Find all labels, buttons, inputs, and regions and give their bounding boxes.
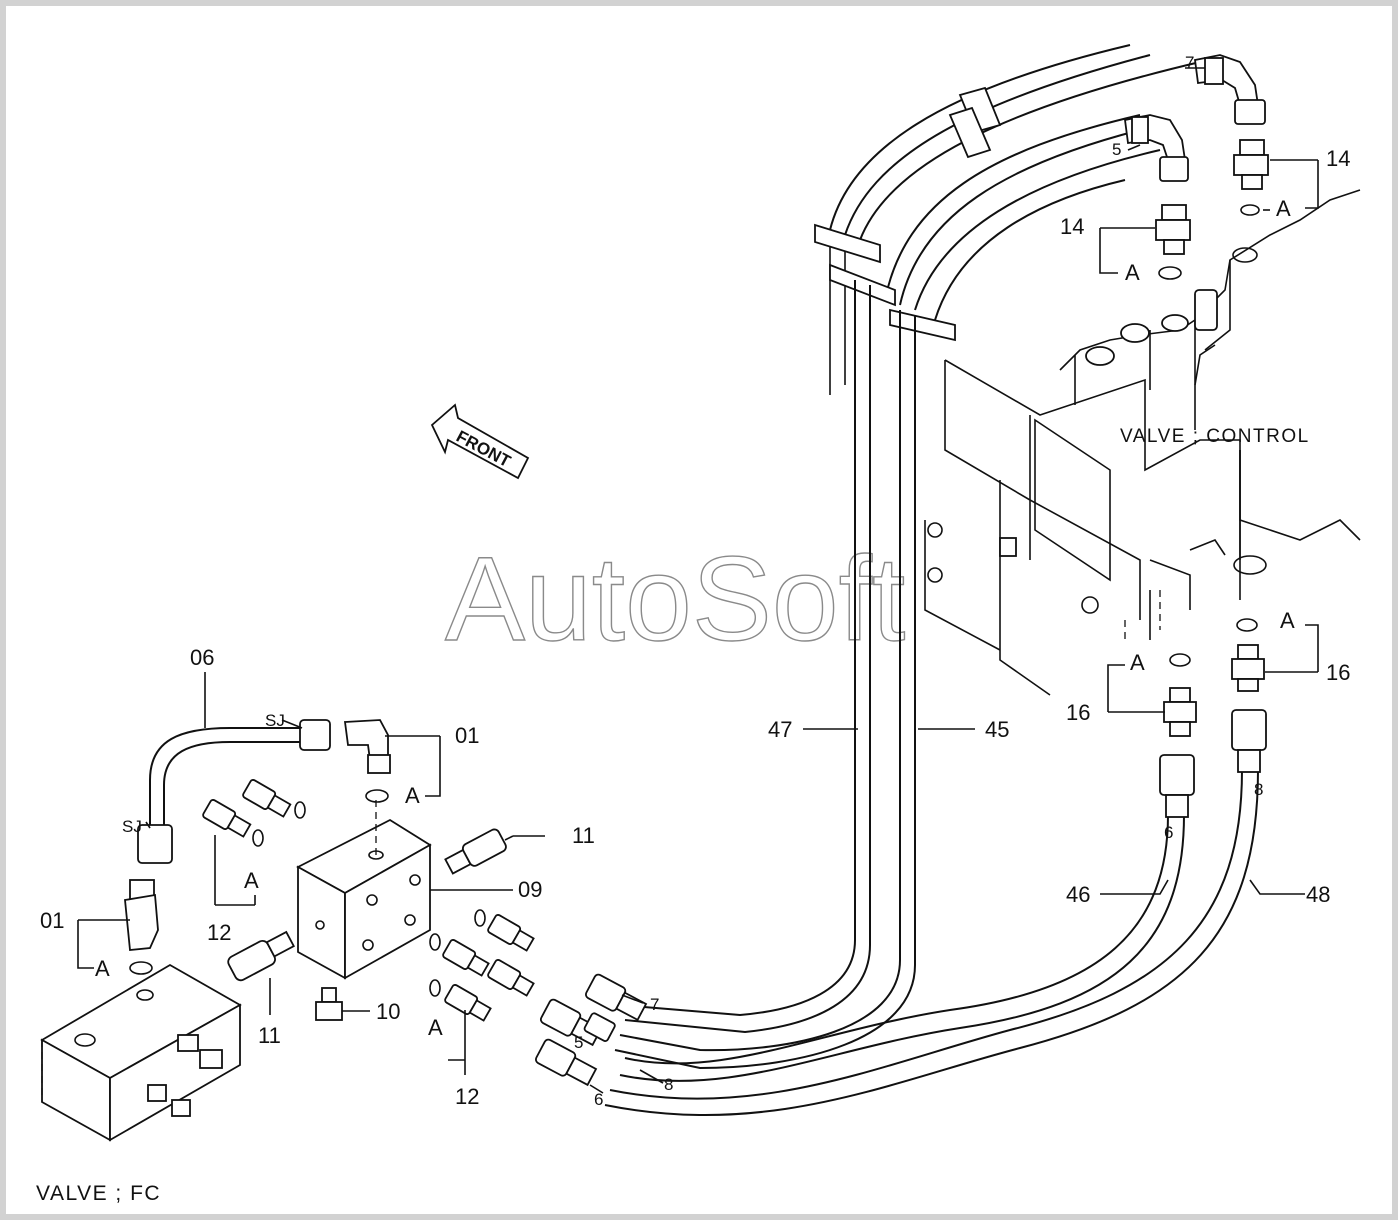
callout-47: 47 <box>768 717 792 742</box>
hose-clamps <box>814 86 1002 342</box>
callout-sj-top: SJ <box>265 711 285 730</box>
block-09 <box>296 800 432 980</box>
hydraulic-parts-diagram: AutoSoft <box>36 44 1361 1205</box>
callout-12-left: 12 <box>207 920 231 945</box>
hoses-46-48 <box>604 769 1259 1116</box>
callout-a6: A <box>244 868 259 893</box>
adapter-16-left <box>1163 653 1197 737</box>
callout-a1: A <box>1276 196 1291 221</box>
callout-09: 09 <box>518 877 542 902</box>
adapters-12-lower <box>429 909 535 1022</box>
leader-lines <box>77 67 1319 1094</box>
callout-48: 48 <box>1306 882 1330 907</box>
hose-06 <box>137 719 331 864</box>
callout-5-low: 5 <box>574 1033 583 1052</box>
control-valve-body <box>924 189 1361 696</box>
adapter-16-right <box>1231 618 1265 692</box>
hose-end-8 <box>1231 709 1267 773</box>
callout-11-low: 11 <box>258 1023 281 1048</box>
valve-fc-body <box>40 963 242 1142</box>
callout-a2: A <box>1125 260 1140 285</box>
callout-6-low: 6 <box>594 1090 603 1109</box>
caption-valve-fc: VALVE ; FC <box>36 1182 161 1205</box>
callout-a3: A <box>1280 608 1295 633</box>
callout-45: 45 <box>985 717 1009 742</box>
callout-01-top: 01 <box>455 723 479 748</box>
callout-a4: A <box>1130 650 1145 675</box>
callout-8-hose: 8 <box>1254 780 1263 799</box>
callout-7-top: 7 <box>1185 53 1194 72</box>
adapter-14-right <box>1233 139 1269 216</box>
caption-valve-control: VALVE ; CONTROL <box>1120 426 1310 447</box>
callout-01-left: 01 <box>40 908 64 933</box>
callout-16-right: 16 <box>1326 660 1350 685</box>
lower-hose-fittings <box>534 973 648 1087</box>
callout-10: 10 <box>376 999 400 1024</box>
callout-06: 06 <box>190 645 214 670</box>
callout-11-right: 11 <box>572 823 595 848</box>
callout-a5: A <box>405 783 420 808</box>
callout-46: 46 <box>1066 882 1090 907</box>
callout-5-top: 5 <box>1112 140 1121 159</box>
hose-bundle-upper <box>829 44 1201 430</box>
drawing-sheet: AutoSoft <box>6 6 1392 1214</box>
callout-12-low: 12 <box>455 1084 479 1109</box>
callout-sj-left: SJ <box>122 817 142 836</box>
hose-end-6 <box>1159 754 1195 818</box>
callout-7-low: 7 <box>650 995 659 1014</box>
callout-labels: 7 5 14 A 14 A VALVE ; CONTROL A 16 A 16 … <box>36 53 1350 1205</box>
elbow-01-top <box>343 719 391 803</box>
elbow-fitting-7 <box>1193 54 1266 125</box>
adapters-12-upper <box>202 779 306 847</box>
front-direction-arrow: FRONT <box>430 403 530 480</box>
callout-8-low: 8 <box>664 1075 673 1094</box>
callout-a8: A <box>428 1015 443 1040</box>
elbow-01-left <box>124 879 159 975</box>
watermark: AutoSoft <box>445 532 905 666</box>
elbow-fitting-5 <box>1123 114 1189 182</box>
callout-16-left: 16 <box>1066 700 1090 725</box>
adapter-14-left <box>1155 204 1191 280</box>
callout-a7: A <box>95 956 110 981</box>
sensor-11-lower <box>227 930 295 982</box>
sensor-11-right <box>444 828 507 875</box>
callout-14-right: 14 <box>1326 146 1350 171</box>
callout-14-left: 14 <box>1060 214 1084 239</box>
plug-10 <box>315 987 343 1021</box>
vertical-pipes <box>614 280 916 1070</box>
callout-6-hose: 6 <box>1164 823 1173 842</box>
